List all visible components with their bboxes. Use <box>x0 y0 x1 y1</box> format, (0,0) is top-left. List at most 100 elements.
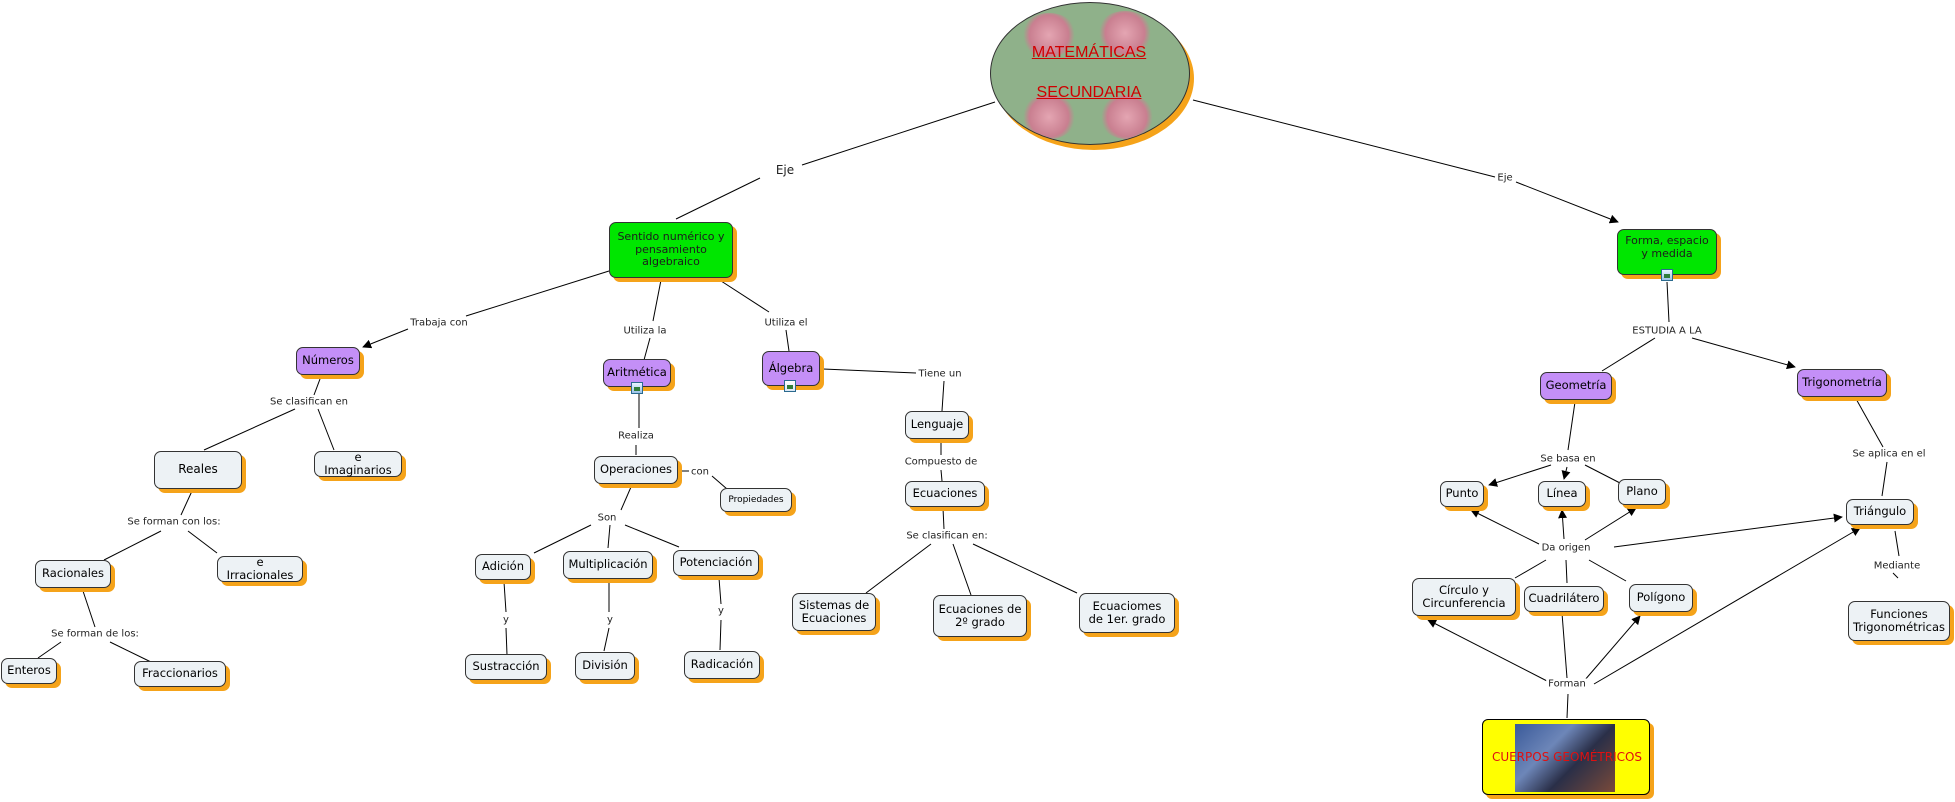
edge <box>1558 509 1568 540</box>
link-label-se-forman-con-los: Se forman con los: <box>125 516 223 528</box>
node-lenguaje[interactable]: Lenguaje <box>905 411 969 439</box>
link-label-eje: Eje <box>1495 172 1515 184</box>
root-title-line2[interactable]: SECUNDARIA <box>1036 84 1142 101</box>
link-label-se-forman-de-los: Se forman de los: <box>49 628 141 640</box>
link-label-realiza: Realiza <box>616 430 656 442</box>
node-ecuaciones[interactable]: Ecuaciones <box>905 481 985 507</box>
edge <box>1613 513 1843 548</box>
edge <box>1593 527 1861 685</box>
edge <box>1567 401 1576 451</box>
node-propiedades[interactable]: Propiedades <box>720 488 792 512</box>
node-trigonometria[interactable]: Trigonometría <box>1797 369 1887 397</box>
node-division[interactable]: División <box>575 652 635 680</box>
cuerpos-geometricos-label: CUERPOS GEOMÉTRICOS <box>1491 750 1643 764</box>
edge <box>1561 612 1568 679</box>
fractal-decoration <box>1099 95 1155 139</box>
node-racionales[interactable]: Racionales <box>35 560 111 588</box>
node-plano[interactable]: Plano <box>1618 479 1666 505</box>
image-resource-icon[interactable] <box>1661 269 1673 281</box>
node-adicion[interactable]: Adición <box>475 554 531 580</box>
node-circulo-circunferencia[interactable]: Círculo y Circunferencia <box>1412 578 1516 616</box>
link-label-compuesto-de: Compuesto de <box>902 456 980 468</box>
edge <box>187 530 218 554</box>
edge <box>1488 464 1552 487</box>
node-imaginarios[interactable]: e Imaginarios <box>314 450 402 477</box>
edge <box>1561 466 1571 480</box>
root-concept-oval[interactable]: MATEMÁTICAS SECUNDARIA <box>990 2 1192 147</box>
edge <box>942 507 945 530</box>
link-label-se-clasifican-en: Se clasifican en: <box>904 530 990 542</box>
link-label-eje: Eje <box>773 163 797 177</box>
edge <box>952 543 972 596</box>
link-label-tiene-un: Tiene un <box>916 368 964 380</box>
node-triangulo[interactable]: Triángulo <box>1846 499 1914 525</box>
edge <box>1854 396 1884 448</box>
node-sistemas-ecuaciones[interactable]: Sistemas de Ecuaciones <box>792 593 876 631</box>
node-operaciones[interactable]: Operaciones <box>594 456 678 484</box>
node-ecuaciones-2-grado[interactable]: Ecuaciones de 2º grado <box>933 595 1027 637</box>
edge <box>785 329 790 352</box>
edge <box>972 543 1078 594</box>
edge <box>82 590 96 628</box>
edge <box>1588 559 1627 582</box>
edge <box>1566 693 1569 719</box>
edge <box>313 378 321 396</box>
edge <box>624 524 680 548</box>
node-reales[interactable]: Reales <box>154 451 242 489</box>
link-label-trabaja-con: Trabaja con <box>408 317 470 329</box>
node-forma-espacio[interactable]: Forma, espacio y medida <box>1617 229 1717 275</box>
edge <box>1192 99 1496 178</box>
edge <box>718 577 722 605</box>
node-numeros[interactable]: Números <box>296 347 360 375</box>
node-punto[interactable]: Punto <box>1440 481 1484 507</box>
edge <box>1601 337 1656 372</box>
document-resource-icon[interactable] <box>784 380 796 392</box>
node-sustraccion[interactable]: Sustracción <box>465 654 547 680</box>
root-title-line1[interactable]: MATEMÁTICAS <box>1031 44 1147 61</box>
edge <box>465 270 610 317</box>
node-irracionales[interactable]: e Irracionales <box>217 555 303 582</box>
link-label-da-origen: Da origen <box>1539 542 1593 554</box>
fractal-decoration <box>1021 95 1077 139</box>
edge <box>1565 559 1568 584</box>
link-label-mediante: Mediante <box>1871 560 1923 572</box>
edge <box>717 278 770 313</box>
link-label-se-aplica-en-el: Se aplica en el <box>1850 448 1928 460</box>
edge <box>1584 464 1621 484</box>
node-linea[interactable]: Línea <box>1538 481 1586 507</box>
edge <box>620 486 632 511</box>
edge <box>719 619 722 651</box>
root-oval-shape <box>990 2 1190 145</box>
node-cuadrilatero[interactable]: Cuadrilátero <box>1524 586 1604 612</box>
link-label-utiliza-el: Utiliza el <box>762 317 810 329</box>
edge <box>1892 572 1899 579</box>
node-ecuaciones-1-grado[interactable]: Ecuaciomes de 1er. grado <box>1079 593 1175 633</box>
node-enteros[interactable]: Enteros <box>1 658 57 684</box>
node-radicacion[interactable]: Radicación <box>684 651 760 679</box>
edge <box>607 524 611 549</box>
edge <box>103 530 162 561</box>
link-label-utiliza-la: Utiliza la <box>621 325 669 337</box>
node-potenciacion[interactable]: Potenciación <box>673 550 759 576</box>
link-label-forman: Forman <box>1546 678 1588 690</box>
image-resource-icon[interactable] <box>631 382 643 394</box>
link-label-son: Son <box>595 512 619 524</box>
link-label-con: con <box>689 466 711 478</box>
node-funciones-trigonometricas[interactable]: Funciones Trigonométricas <box>1848 601 1950 641</box>
edge <box>711 475 728 490</box>
edge <box>603 627 610 652</box>
link-label-se-basa-en: Se basa en <box>1538 453 1598 465</box>
node-poligono[interactable]: Polígono <box>1629 584 1693 612</box>
edge <box>1666 281 1670 323</box>
edge <box>1584 507 1637 541</box>
link-label-y: y <box>605 614 615 626</box>
node-multiplicacion[interactable]: Multiplicación <box>563 551 653 579</box>
node-sentido-numerico[interactable]: Sentido numérico y pensamiento algebraic… <box>609 222 733 278</box>
edge <box>941 380 945 412</box>
node-geometria[interactable]: Geometría <box>1540 372 1612 400</box>
edge <box>1470 509 1540 545</box>
link-label-y: y <box>716 605 726 617</box>
edge <box>1894 530 1900 557</box>
node-fraccionarios[interactable]: Fraccionarios <box>134 661 226 687</box>
